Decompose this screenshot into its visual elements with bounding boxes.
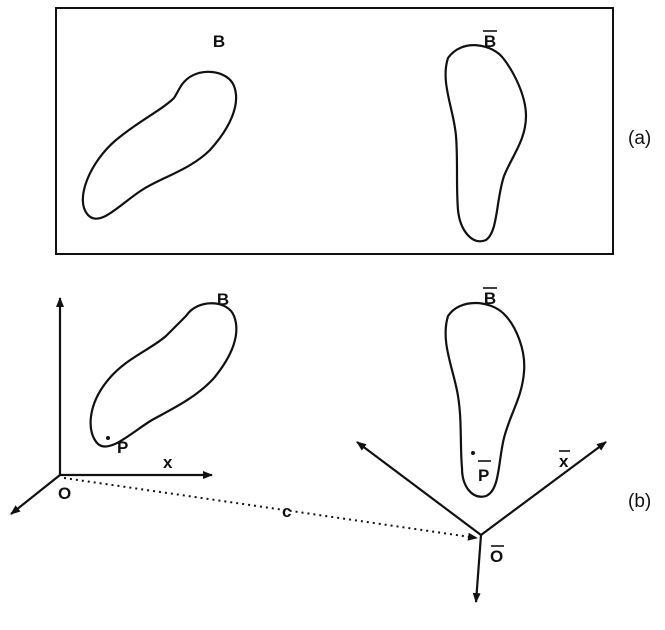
moved-point-p-label-text: P: [478, 466, 489, 485]
point-p-dot: [106, 436, 110, 440]
moved-x-axis-label-text: x: [559, 452, 569, 471]
panel-a-frame: [55, 7, 614, 255]
moved-point-p-label: P: [478, 460, 491, 485]
moved-left-axis: [356, 441, 482, 536]
offset-c-label: c: [282, 502, 291, 521]
panel-a: B B (a): [55, 7, 651, 255]
offset-c-dotted-line: [63, 477, 478, 541]
moved-body-b-outline: [444, 44, 528, 243]
depth-axis: [10, 474, 61, 515]
moved-x-axis-label: x: [559, 450, 570, 471]
panel-b: P x O B c P x O B (b): [10, 287, 651, 603]
moved-x-axis: [480, 441, 607, 536]
moved-body-b-label-b: B: [483, 287, 497, 308]
moved-origin-label: O: [490, 545, 504, 566]
point-p-label: P: [117, 438, 128, 457]
body-b-label-b: B: [217, 290, 229, 309]
panel-b-label: (b): [628, 491, 651, 512]
x-axis-label: x: [163, 453, 173, 472]
moved-origin-label-text: O: [490, 547, 503, 566]
origin-o-label: O: [58, 484, 71, 503]
body-b-outline-b: [89, 302, 238, 448]
body-b-label: B: [213, 32, 225, 51]
moved-body-b-label-text: B: [484, 32, 496, 51]
body-b-outline: [81, 70, 238, 220]
moved-body-b-outline-b: [444, 302, 526, 498]
panel-a-label: (a): [628, 128, 651, 149]
moved-down-axis: [472, 534, 483, 603]
moved-point-p-dot: [471, 451, 475, 455]
moved-body-b-label: B: [483, 30, 497, 51]
moved-body-b-label-text-b: B: [484, 289, 496, 308]
